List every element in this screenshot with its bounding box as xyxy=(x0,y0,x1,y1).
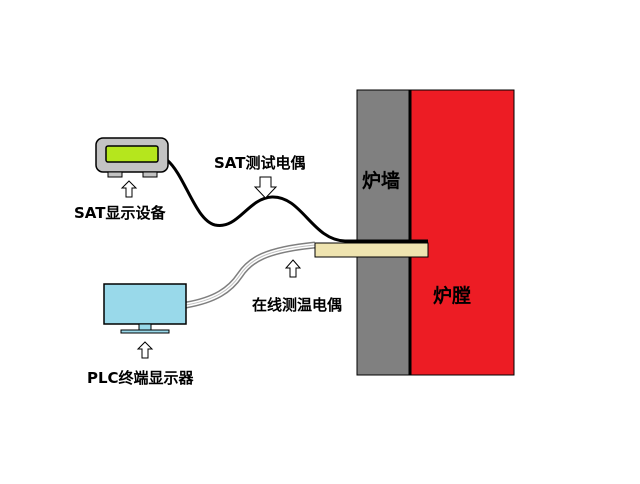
sat-thermocouple-wire xyxy=(165,158,428,243)
plc-display-label: PLC终端显示器 xyxy=(87,369,194,387)
up-arrow-icon xyxy=(120,180,138,198)
furnace-chamber-label: 炉膛 xyxy=(433,285,472,307)
up-arrow-icon xyxy=(284,259,302,278)
plc-monitor xyxy=(103,283,187,334)
up-arrow-icon xyxy=(136,341,154,359)
furnace-wall-label: 炉墙 xyxy=(362,170,401,192)
down-arrow-icon xyxy=(253,176,278,199)
online-thermocouple-label: 在线测温电偶 xyxy=(252,296,343,314)
sat-thermocouple-label: SAT测试电偶 xyxy=(214,154,306,172)
sat-display-device xyxy=(95,137,169,178)
online-thermocouple-cable xyxy=(185,241,316,309)
online-thermocouple-sleeve xyxy=(314,242,429,258)
sat-device-label: SAT显示设备 xyxy=(74,204,166,222)
furnace-chamber xyxy=(409,89,515,376)
furnace-wall xyxy=(356,89,411,376)
